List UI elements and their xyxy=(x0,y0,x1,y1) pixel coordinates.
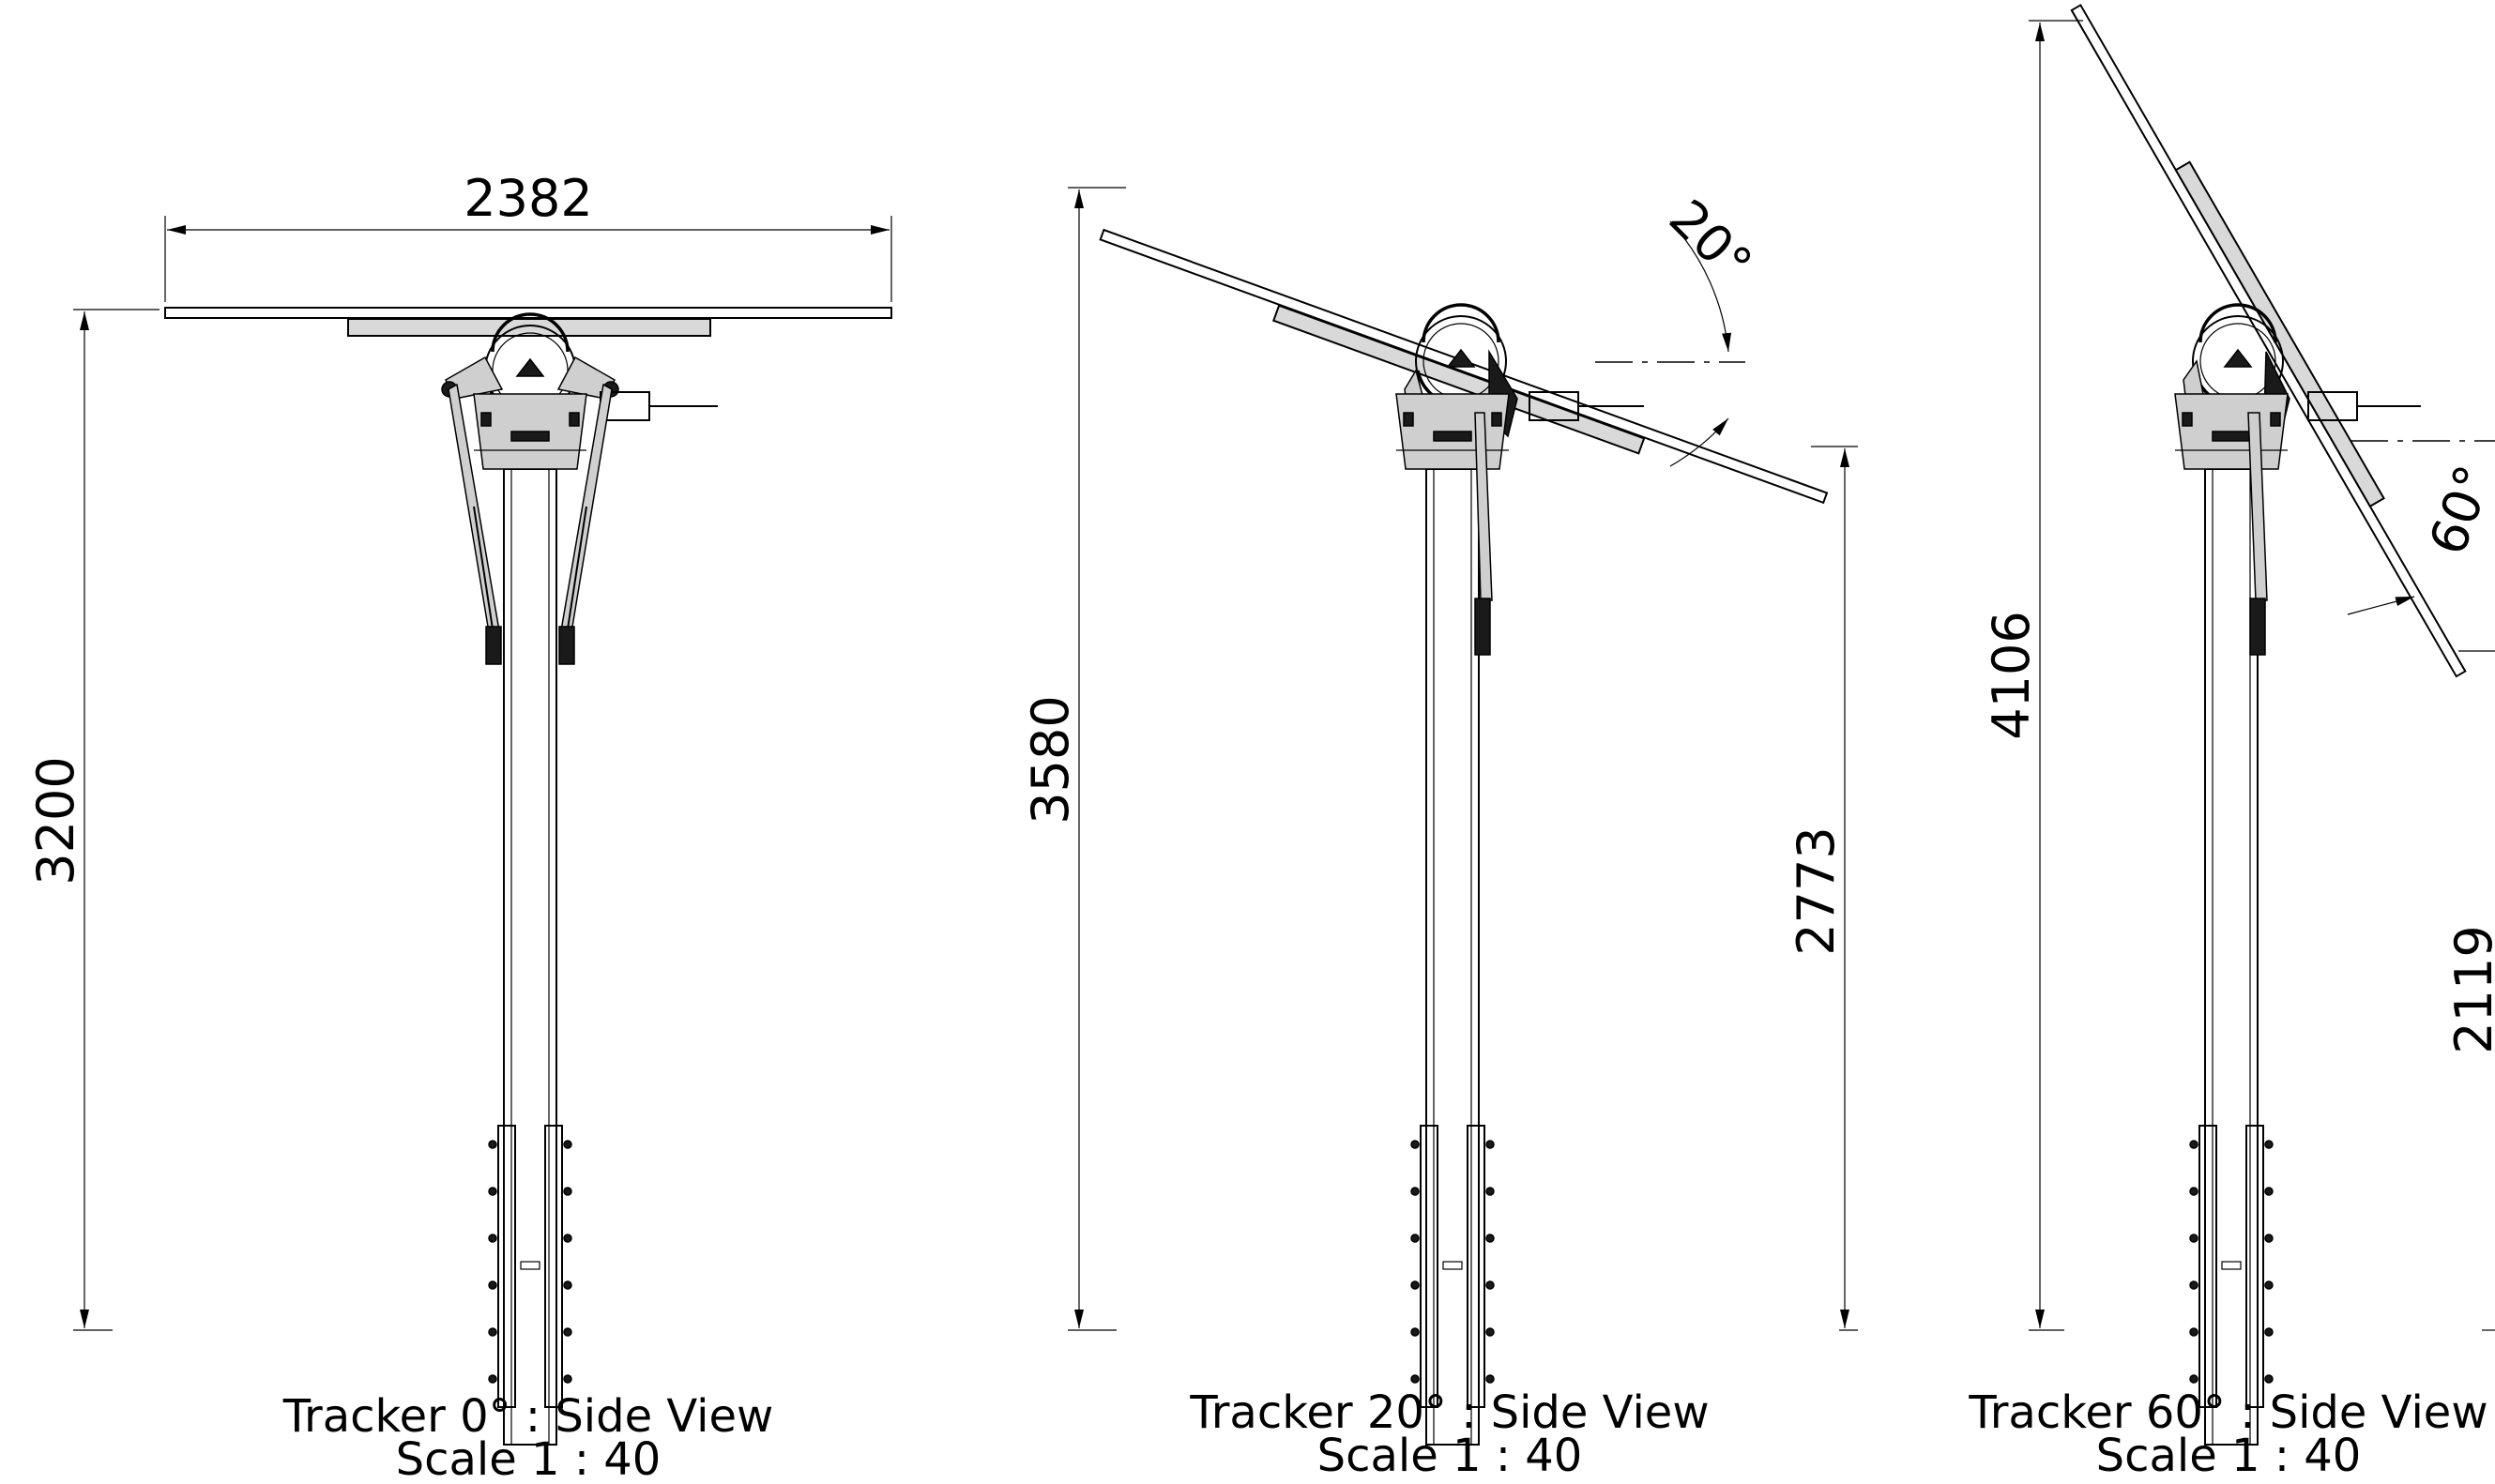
tracker-0-view: 2382 3200 Tracker 0° : Side View Scale 1… xyxy=(26,169,892,1484)
dim-height-bottom-label: 2119 xyxy=(2444,925,2495,1053)
caption-scale: Scale 1 : 40 xyxy=(396,1433,662,1484)
caption-scale: Scale 1 : 40 xyxy=(1317,1430,1583,1482)
caption-title: Tracker 60° : Side View xyxy=(1968,1386,2487,1439)
dim-angle-label: 60° xyxy=(2418,458,2495,562)
dim-height-label: 3200 xyxy=(26,756,85,885)
dim-angle-label: 20° xyxy=(1658,189,1763,294)
dim-height-top-label: 4106 xyxy=(1982,611,2041,739)
dim-width-label: 2382 xyxy=(464,169,592,228)
dim-height-bottom-label: 2773 xyxy=(1787,826,1846,955)
dim-height-top-label: 3580 xyxy=(1021,695,1080,824)
panel-rail xyxy=(347,318,711,337)
tracker-60-view: 60° 4106 2119 Tracker 60° : Side View Sc… xyxy=(1968,4,2495,1482)
caption-title: Tracker 0° : Side View xyxy=(282,1390,774,1443)
caption-scale: Scale 1 : 40 xyxy=(2096,1430,2362,1482)
caption-title: Tracker 20° : Side View xyxy=(1189,1386,1709,1439)
tracker-20-view: 20° 3580 2773 Tracker 20° : Side View Sc… xyxy=(1021,187,1858,1482)
